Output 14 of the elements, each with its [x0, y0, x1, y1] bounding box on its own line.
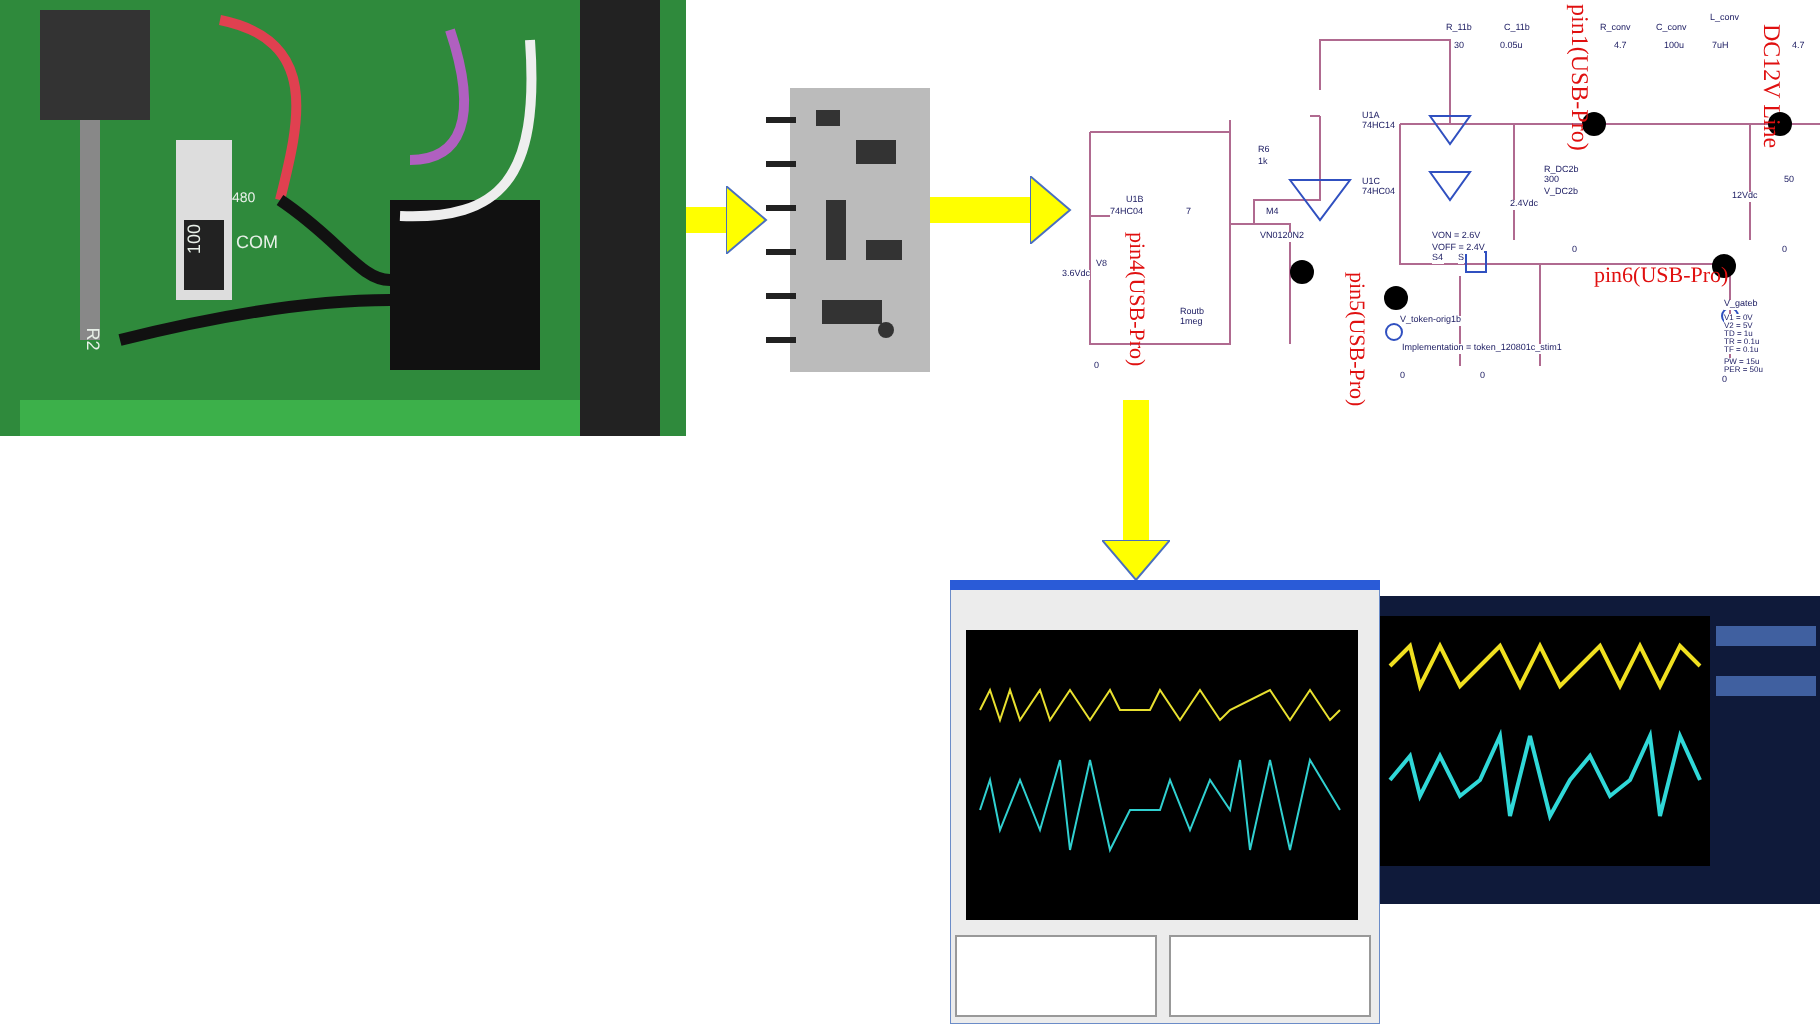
oscilloscope-screenshot [1380, 596, 1820, 904]
arrow [686, 185, 767, 255]
arrow [930, 175, 1071, 245]
circuit-board-photo [0, 0, 686, 436]
silkscreen-label: 100 [186, 223, 205, 255]
pin-label: pin1(USB-Pro) [1568, 4, 1592, 151]
simulator-window-screenshot [950, 580, 1380, 1024]
arrow [1101, 400, 1171, 581]
pin-label: pin6(USB-Pro) [1594, 266, 1729, 288]
pin-label: pin5(USB-Pro) [1344, 272, 1366, 407]
silkscreen-label: COM [236, 234, 278, 252]
pin-label: pin4(USB-Pro) [1124, 232, 1146, 367]
silkscreen-label: R2 [82, 327, 101, 351]
pin-label: DC12V Line [1760, 24, 1784, 149]
